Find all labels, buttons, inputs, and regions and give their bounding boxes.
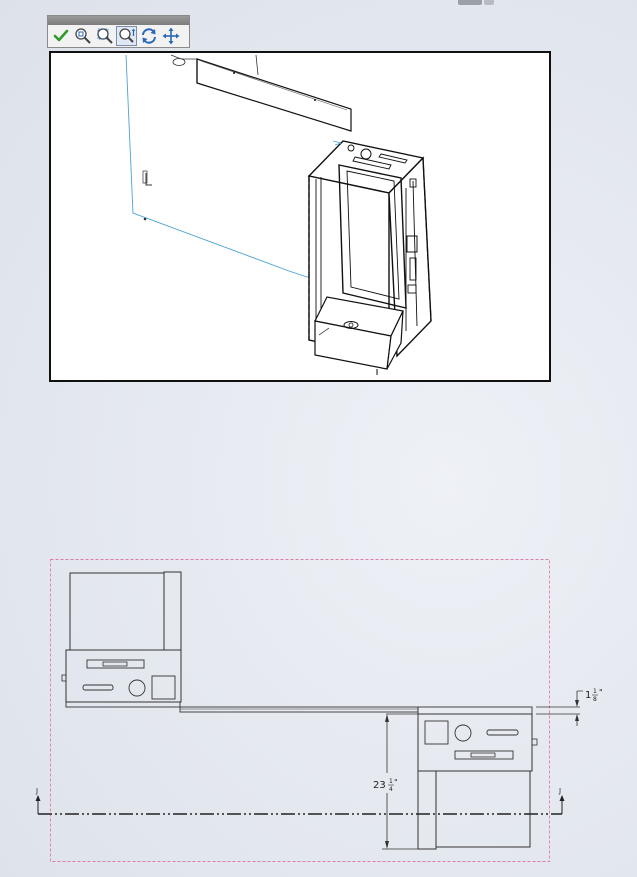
dim-thickness-denominator: 8 <box>593 696 597 703</box>
zoom-area-icon <box>96 28 113 44</box>
isometric-model-view[interactable] <box>49 51 551 382</box>
dim-thickness-unit: " <box>599 688 603 697</box>
rotate-button[interactable] <box>138 26 159 46</box>
top-toolbar-button[interactable] <box>458 0 482 5</box>
pan-button[interactable] <box>160 26 181 46</box>
dim-vertical-unit: " <box>394 778 398 787</box>
zoom-in-out-icon <box>118 28 135 43</box>
zoom-to-area-button[interactable] <box>94 26 115 46</box>
model-wireframe <box>125 54 432 375</box>
dim-thickness-value[interactable]: 1 <box>585 690 591 701</box>
top-toolbar-fragment <box>380 0 500 6</box>
toolbar-title-bar[interactable] <box>48 16 189 25</box>
section-label-right[interactable]: J <box>558 787 561 795</box>
zoom-in-out-button[interactable] <box>116 26 137 46</box>
rotate-icon <box>141 28 156 44</box>
zoom-fit-icon <box>74 28 91 44</box>
check-icon <box>53 29 68 42</box>
drawing-top-view[interactable]: 23 1 4 " 1 1 8 " J J <box>35 559 603 862</box>
dim-thickness-numerator: 1 <box>593 688 597 695</box>
dim-vertical-value[interactable]: 23 <box>373 780 386 791</box>
view-toolbar <box>47 15 190 48</box>
section-label-left[interactable]: J <box>35 787 38 795</box>
dim-vertical-numerator: 1 <box>389 778 393 785</box>
ok-check-button[interactable] <box>50 26 71 46</box>
drawing-view-svg: 23 1 4 " 1 1 8 " J J <box>35 559 603 862</box>
pan-icon <box>162 27 179 45</box>
top-toolbar-button[interactable] <box>484 0 494 5</box>
zoom-to-fit-button[interactable] <box>72 26 93 46</box>
dim-vertical-denominator: 4 <box>389 786 393 793</box>
